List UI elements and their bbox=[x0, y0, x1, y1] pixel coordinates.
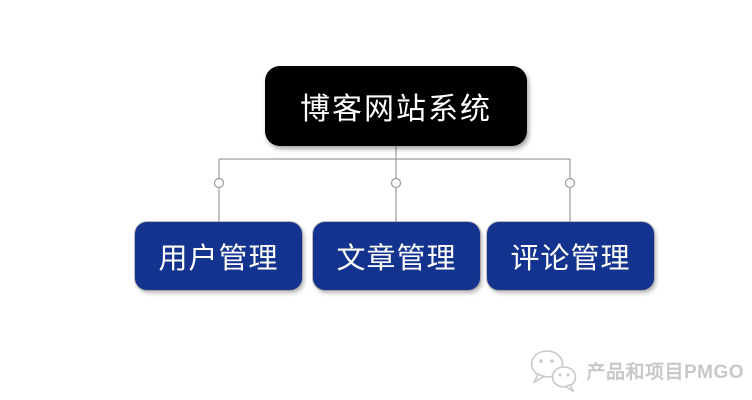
child-node-label: 文章管理 bbox=[336, 243, 457, 275]
child-node-article-management: 文章管理 bbox=[313, 222, 480, 290]
connector-node-circle-1 bbox=[213, 177, 225, 189]
child-node-label: 评论管理 bbox=[510, 243, 631, 275]
connector-node-circle-3 bbox=[564, 177, 576, 189]
connector-node-circle-2 bbox=[390, 177, 402, 189]
child-node-user-management: 用户管理 bbox=[135, 222, 302, 290]
root-node-label: 博客网站系统 bbox=[300, 93, 492, 126]
child-node-comment-management: 评论管理 bbox=[487, 222, 654, 290]
watermark: 产品和项目PMGO bbox=[527, 348, 744, 392]
watermark-text: 产品和项目PMGO bbox=[586, 361, 744, 383]
wechat-icon bbox=[531, 350, 577, 392]
root-node: 博客网站系统 bbox=[265, 66, 527, 146]
child-node-label: 用户管理 bbox=[158, 243, 279, 275]
